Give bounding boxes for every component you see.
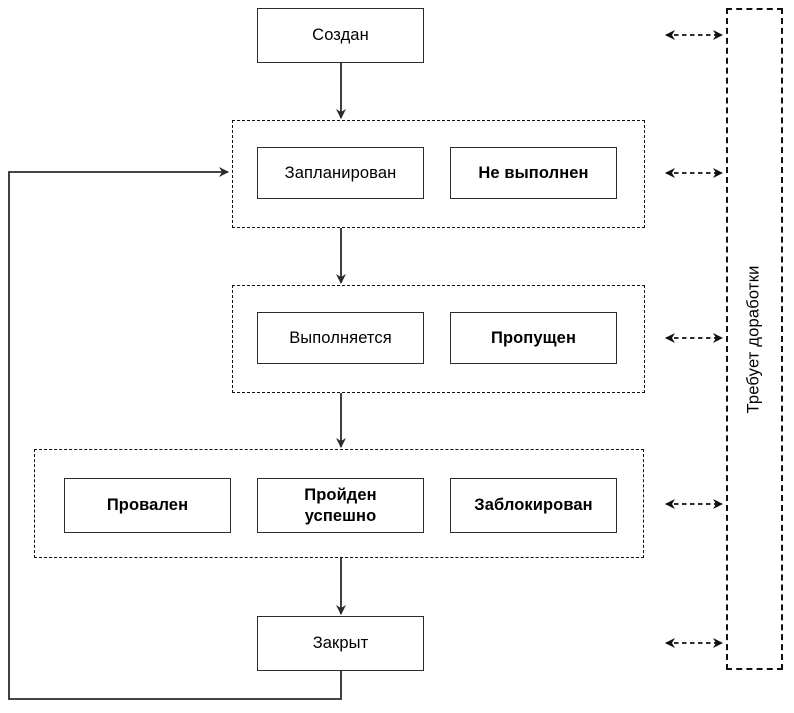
state-box-planned[interactable]: Запланирован xyxy=(257,147,424,199)
state-box-in-progress[interactable]: Выполняется xyxy=(257,312,424,364)
state-label-not-done: Не выполнен xyxy=(478,163,589,182)
state-box-failed[interactable]: Провален xyxy=(64,478,231,533)
rework-panel-label: Требует доработки xyxy=(745,264,763,414)
group-progress xyxy=(232,285,645,393)
state-label-planned: Запланирован xyxy=(284,163,397,182)
state-box-not-done[interactable]: Не выполнен xyxy=(450,147,617,199)
state-label-in-progress: Выполняется xyxy=(289,328,392,347)
state-box-skipped[interactable]: Пропущен xyxy=(450,312,617,364)
state-label-created: Создан xyxy=(312,26,369,45)
state-box-created[interactable]: Создан xyxy=(257,8,424,63)
state-label-passed: Пройден успешно xyxy=(304,485,377,525)
state-label-skipped: Пропущен xyxy=(490,328,577,347)
group-results xyxy=(34,449,644,558)
group-planned xyxy=(232,120,645,228)
state-label-blocked: Заблокирован xyxy=(474,496,593,515)
rework-panel[interactable]: Требует доработки xyxy=(726,8,783,670)
state-box-passed[interactable]: Пройден успешно xyxy=(257,478,424,533)
state-label-failed: Провален xyxy=(106,496,189,515)
state-box-closed[interactable]: Закрыт xyxy=(257,616,424,671)
state-box-blocked[interactable]: Заблокирован xyxy=(450,478,617,533)
state-label-closed: Закрыт xyxy=(312,634,369,653)
